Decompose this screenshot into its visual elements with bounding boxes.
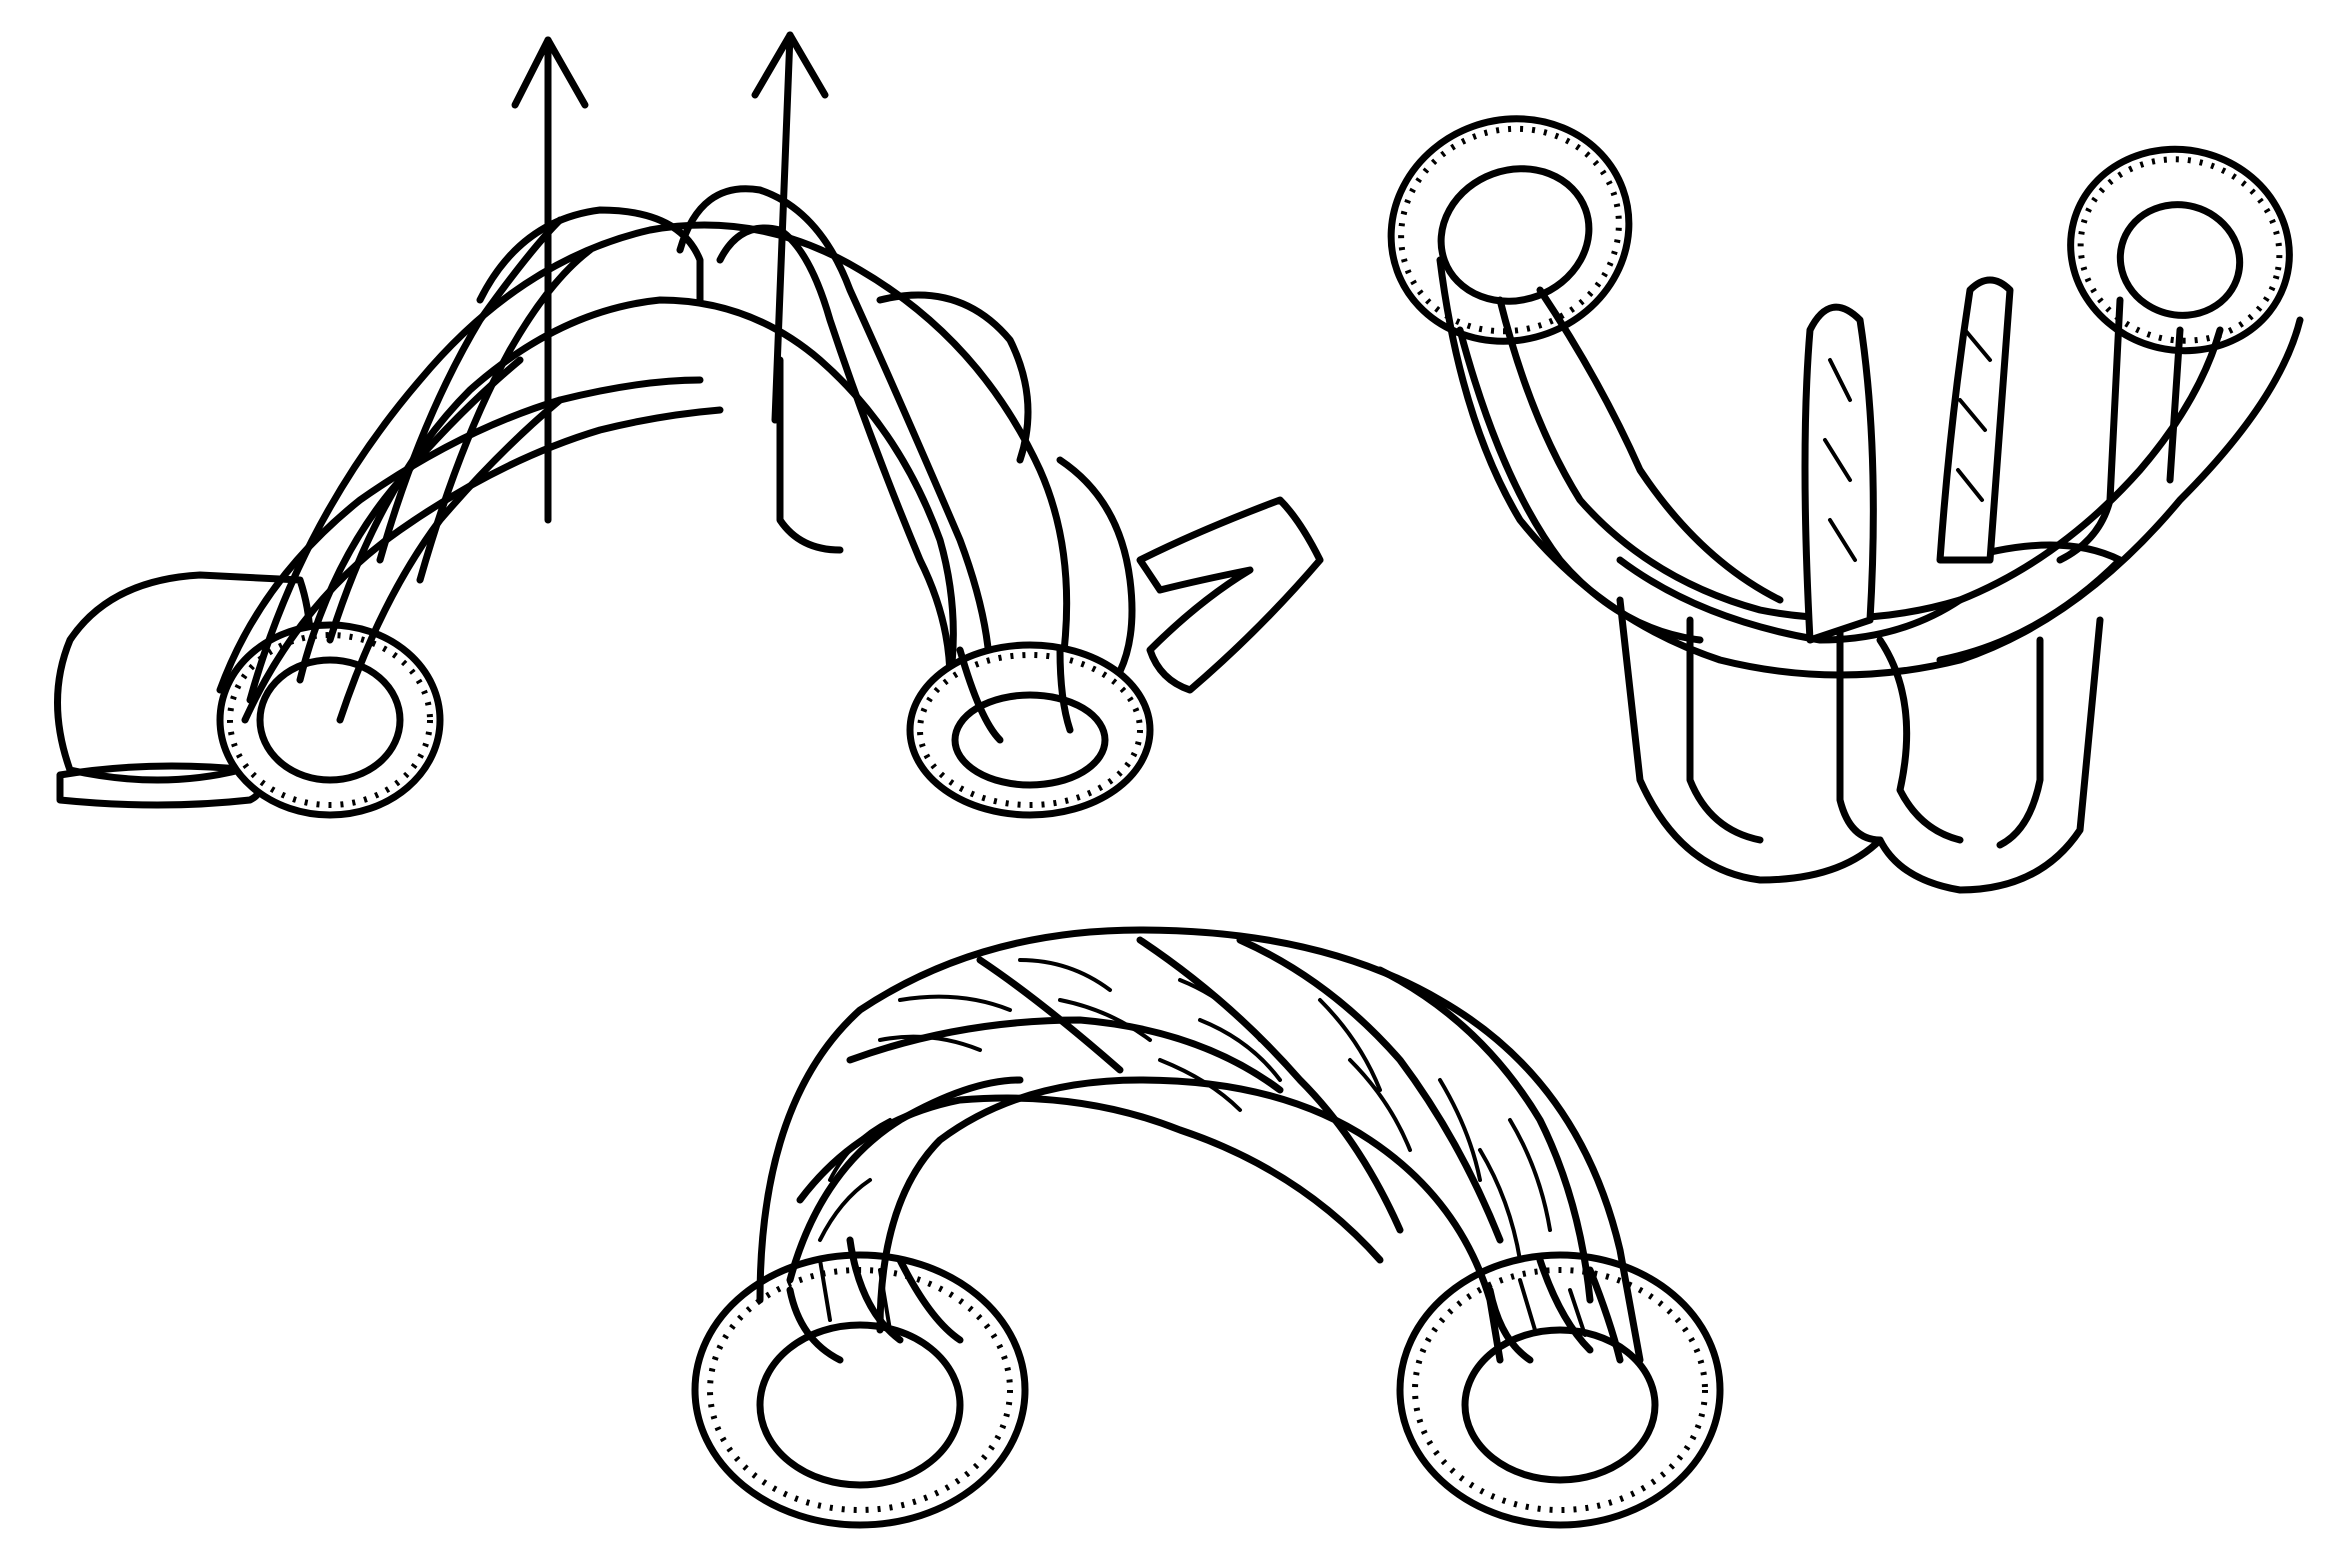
right-thimble-3 bbox=[1400, 1255, 1720, 1525]
right-thimble-1 bbox=[910, 645, 1150, 815]
panel-step-2 bbox=[1360, 86, 2313, 890]
panel-step-3 bbox=[695, 930, 1720, 1525]
panel-step-1 bbox=[58, 35, 1321, 815]
left-thimble-1 bbox=[220, 625, 440, 815]
rope-body-inner bbox=[330, 300, 953, 680]
right-hook-tail bbox=[1140, 500, 1320, 690]
strand-end-left bbox=[1805, 307, 1873, 640]
